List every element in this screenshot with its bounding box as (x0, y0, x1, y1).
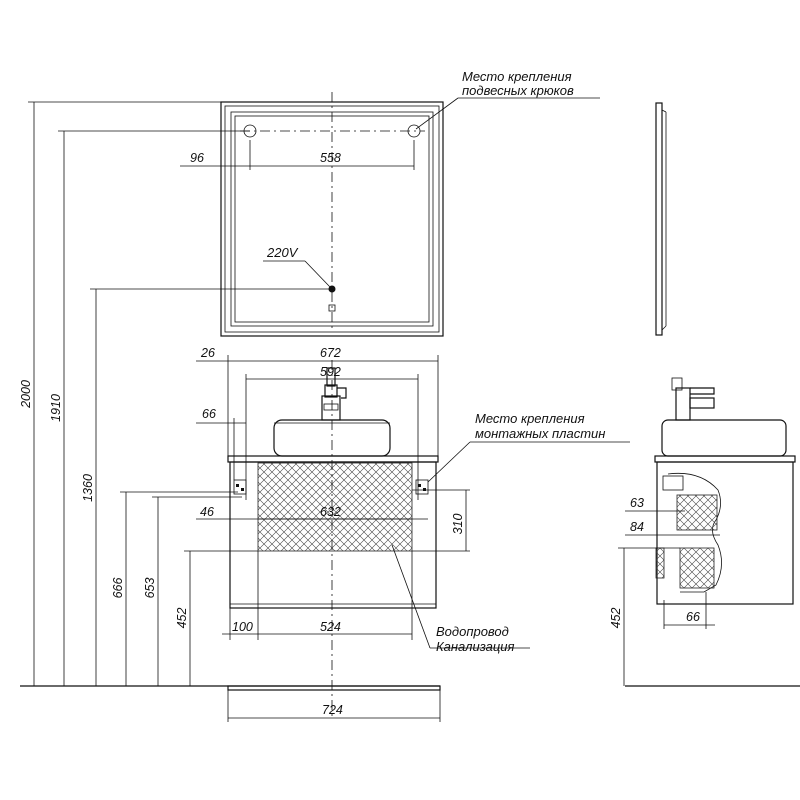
side-dim-66: 66 (686, 610, 700, 624)
vanity-side (654, 377, 796, 605)
mirror-front (220, 92, 444, 337)
side-dim-452: 452 (609, 608, 623, 629)
dim-632: 632 (320, 505, 341, 519)
plates-leader (427, 441, 471, 483)
hooks-label-line1: Место крепления (462, 69, 572, 84)
drain-label: Канализация (436, 639, 514, 654)
dim-724: 724 (322, 703, 343, 717)
mounting-plate-right (415, 479, 429, 495)
vanity-top (227, 455, 439, 463)
touch-switch (328, 304, 336, 312)
voltage-label: 220V (266, 245, 299, 260)
voltage-leader (304, 260, 331, 288)
dim-100: 100 (232, 620, 253, 634)
water-leader (391, 544, 431, 649)
side-dim-63: 63 (630, 496, 644, 510)
side-dim-84: 84 (630, 520, 644, 534)
dim-1360: 1360 (81, 474, 95, 502)
mirror-side (655, 102, 667, 336)
water-label: Водопровод (436, 624, 509, 639)
dim-46: 46 (200, 505, 214, 519)
hooks-leader (415, 97, 459, 130)
height-dimensions (28, 101, 332, 686)
dim-592: 592 (320, 365, 341, 379)
floor-plate (227, 685, 441, 691)
dim-666: 666 (111, 578, 125, 599)
hooks-label-line2: подвесных крюков (462, 83, 574, 98)
dim-66: 66 (202, 407, 216, 421)
dim-653: 653 (143, 578, 157, 599)
dim-96: 96 (190, 151, 204, 165)
dim-558: 558 (320, 151, 341, 165)
service-cutout (257, 462, 413, 552)
dim-310: 310 (451, 514, 465, 535)
dim-452: 452 (175, 608, 189, 629)
plates-label-line2: монтажных пластин (475, 426, 605, 441)
hook-hole-right (407, 124, 421, 138)
dim-1910: 1910 (49, 394, 63, 422)
vanity-cabinet (229, 461, 437, 609)
dim-672: 672 (320, 346, 341, 360)
dim-2000: 2000 (19, 380, 33, 409)
plates-label-line1: Место крепления (475, 411, 585, 426)
dim-26: 26 (200, 346, 215, 360)
dim-524: 524 (320, 620, 341, 634)
